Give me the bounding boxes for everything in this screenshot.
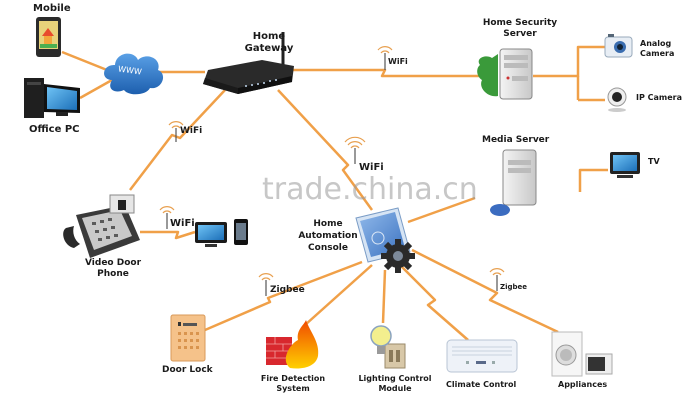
link-gateway-console [277, 89, 374, 211]
wifi-signal-icons [159, 46, 505, 296]
office-pc-icon [24, 78, 80, 118]
home-security-server-label-line1: Home Security [482, 18, 558, 28]
wifi-icon [377, 46, 393, 70]
wifi-icon [168, 121, 184, 142]
analog-camera-label: Analog Camera [640, 39, 674, 58]
link-gateway-security [290, 68, 480, 78]
analog-camera-icon [604, 34, 633, 58]
home-gateway-label-line2: Gateway [244, 43, 294, 54]
video-door-phone-icon [63, 194, 140, 258]
zigbee-icon [258, 273, 274, 296]
home-security-server-label-line2: Server [503, 28, 537, 39]
home-automation-console-label-line1: Home [313, 219, 343, 229]
gateway-console-wifi-label: WiFi [359, 162, 384, 173]
analog-camera-label-line1: Analog [640, 39, 672, 48]
console-doorlock-zigbee-label: Zigbee [270, 285, 305, 295]
home-gateway-router-icon [203, 32, 294, 94]
home-gateway-label: Home Gateway [244, 31, 294, 55]
home-automation-console-icon [355, 207, 415, 273]
watermark-text: trade.china.cn [262, 172, 478, 207]
link-pc-internet [79, 78, 113, 100]
zigbee-icon [489, 268, 505, 291]
lighting-control-label: Lighting Control Module [352, 374, 438, 393]
washing-machine-microwave-icon [551, 331, 613, 377]
climate-control-label: Climate Control [446, 380, 517, 389]
link-console-media [407, 196, 476, 224]
monitor-and-smartphone-icon [195, 219, 248, 247]
fire-detection-label-line1: Fire Detection [260, 374, 326, 383]
fire-detection-label: Fire Detection System [256, 374, 330, 393]
gateway-doorphone-wifi-label: WiFi [180, 126, 203, 136]
air-conditioner-icon [446, 339, 518, 373]
wifi-icon [159, 206, 175, 229]
appliances-label: Appliances [558, 380, 608, 389]
security-server-icon [477, 48, 533, 100]
tv-label: TV [648, 157, 660, 166]
video-door-phone-label-line1: Video Door [84, 258, 142, 268]
home-automation-console-label-line3: Console [308, 243, 348, 254]
office-pc-label: Office PC [29, 124, 80, 135]
ip-camera-icon [607, 87, 627, 112]
link-console-lighting [381, 269, 387, 324]
light-bulb-switch-icon [370, 325, 406, 369]
fire-detection-label-line2: System [276, 383, 310, 393]
link-console-appliances [411, 248, 559, 334]
lighting-control-label-line1: Lighting Control [358, 374, 432, 383]
link-gateway-doorphone [129, 89, 226, 191]
mobile-phone-icon [36, 17, 61, 57]
lighting-control-label-line2: Module [378, 383, 412, 393]
link-doorphone-devices [140, 230, 196, 240]
doorphone-devices-wifi-label: WiFi [170, 218, 195, 229]
analog-camera-label-line2: Camera [640, 48, 675, 58]
link-console-doorlock [204, 260, 363, 332]
link-console-climate [399, 264, 469, 341]
fire-firewall-icon [266, 320, 319, 369]
internet-cloud-icon [104, 53, 164, 95]
link-console-fire [304, 264, 373, 326]
wifi-icon [344, 136, 366, 164]
mobile-label: Mobile [33, 3, 71, 14]
link-media-tv [578, 168, 608, 192]
video-door-phone-label-line2: Phone [97, 268, 129, 279]
link-mobile-internet [61, 50, 113, 74]
home-automation-console-label-line2: Automation [298, 231, 358, 242]
media-server-icon [490, 149, 537, 216]
console-appliances-zigbee-label: Zigbee [500, 283, 527, 291]
media-server-label: Media Server [482, 135, 550, 145]
door-lock-label: Door Lock [162, 365, 213, 375]
home-automation-console-label: Home Automation Console [298, 218, 358, 254]
link-security-cameras [533, 45, 605, 78]
door-lock-keypad-icon [170, 314, 206, 362]
video-door-phone-label: Video Door Phone [80, 258, 146, 280]
links [61, 45, 608, 341]
home-gateway-label-line1: Home [252, 31, 286, 42]
tv-icon [610, 152, 640, 178]
ip-camera-label: IP Camera [636, 93, 682, 102]
gateway-security-wifi-label: WiFi [388, 57, 408, 66]
home-security-server-label: Home Security Server [480, 18, 560, 40]
gear-icon [381, 239, 415, 273]
